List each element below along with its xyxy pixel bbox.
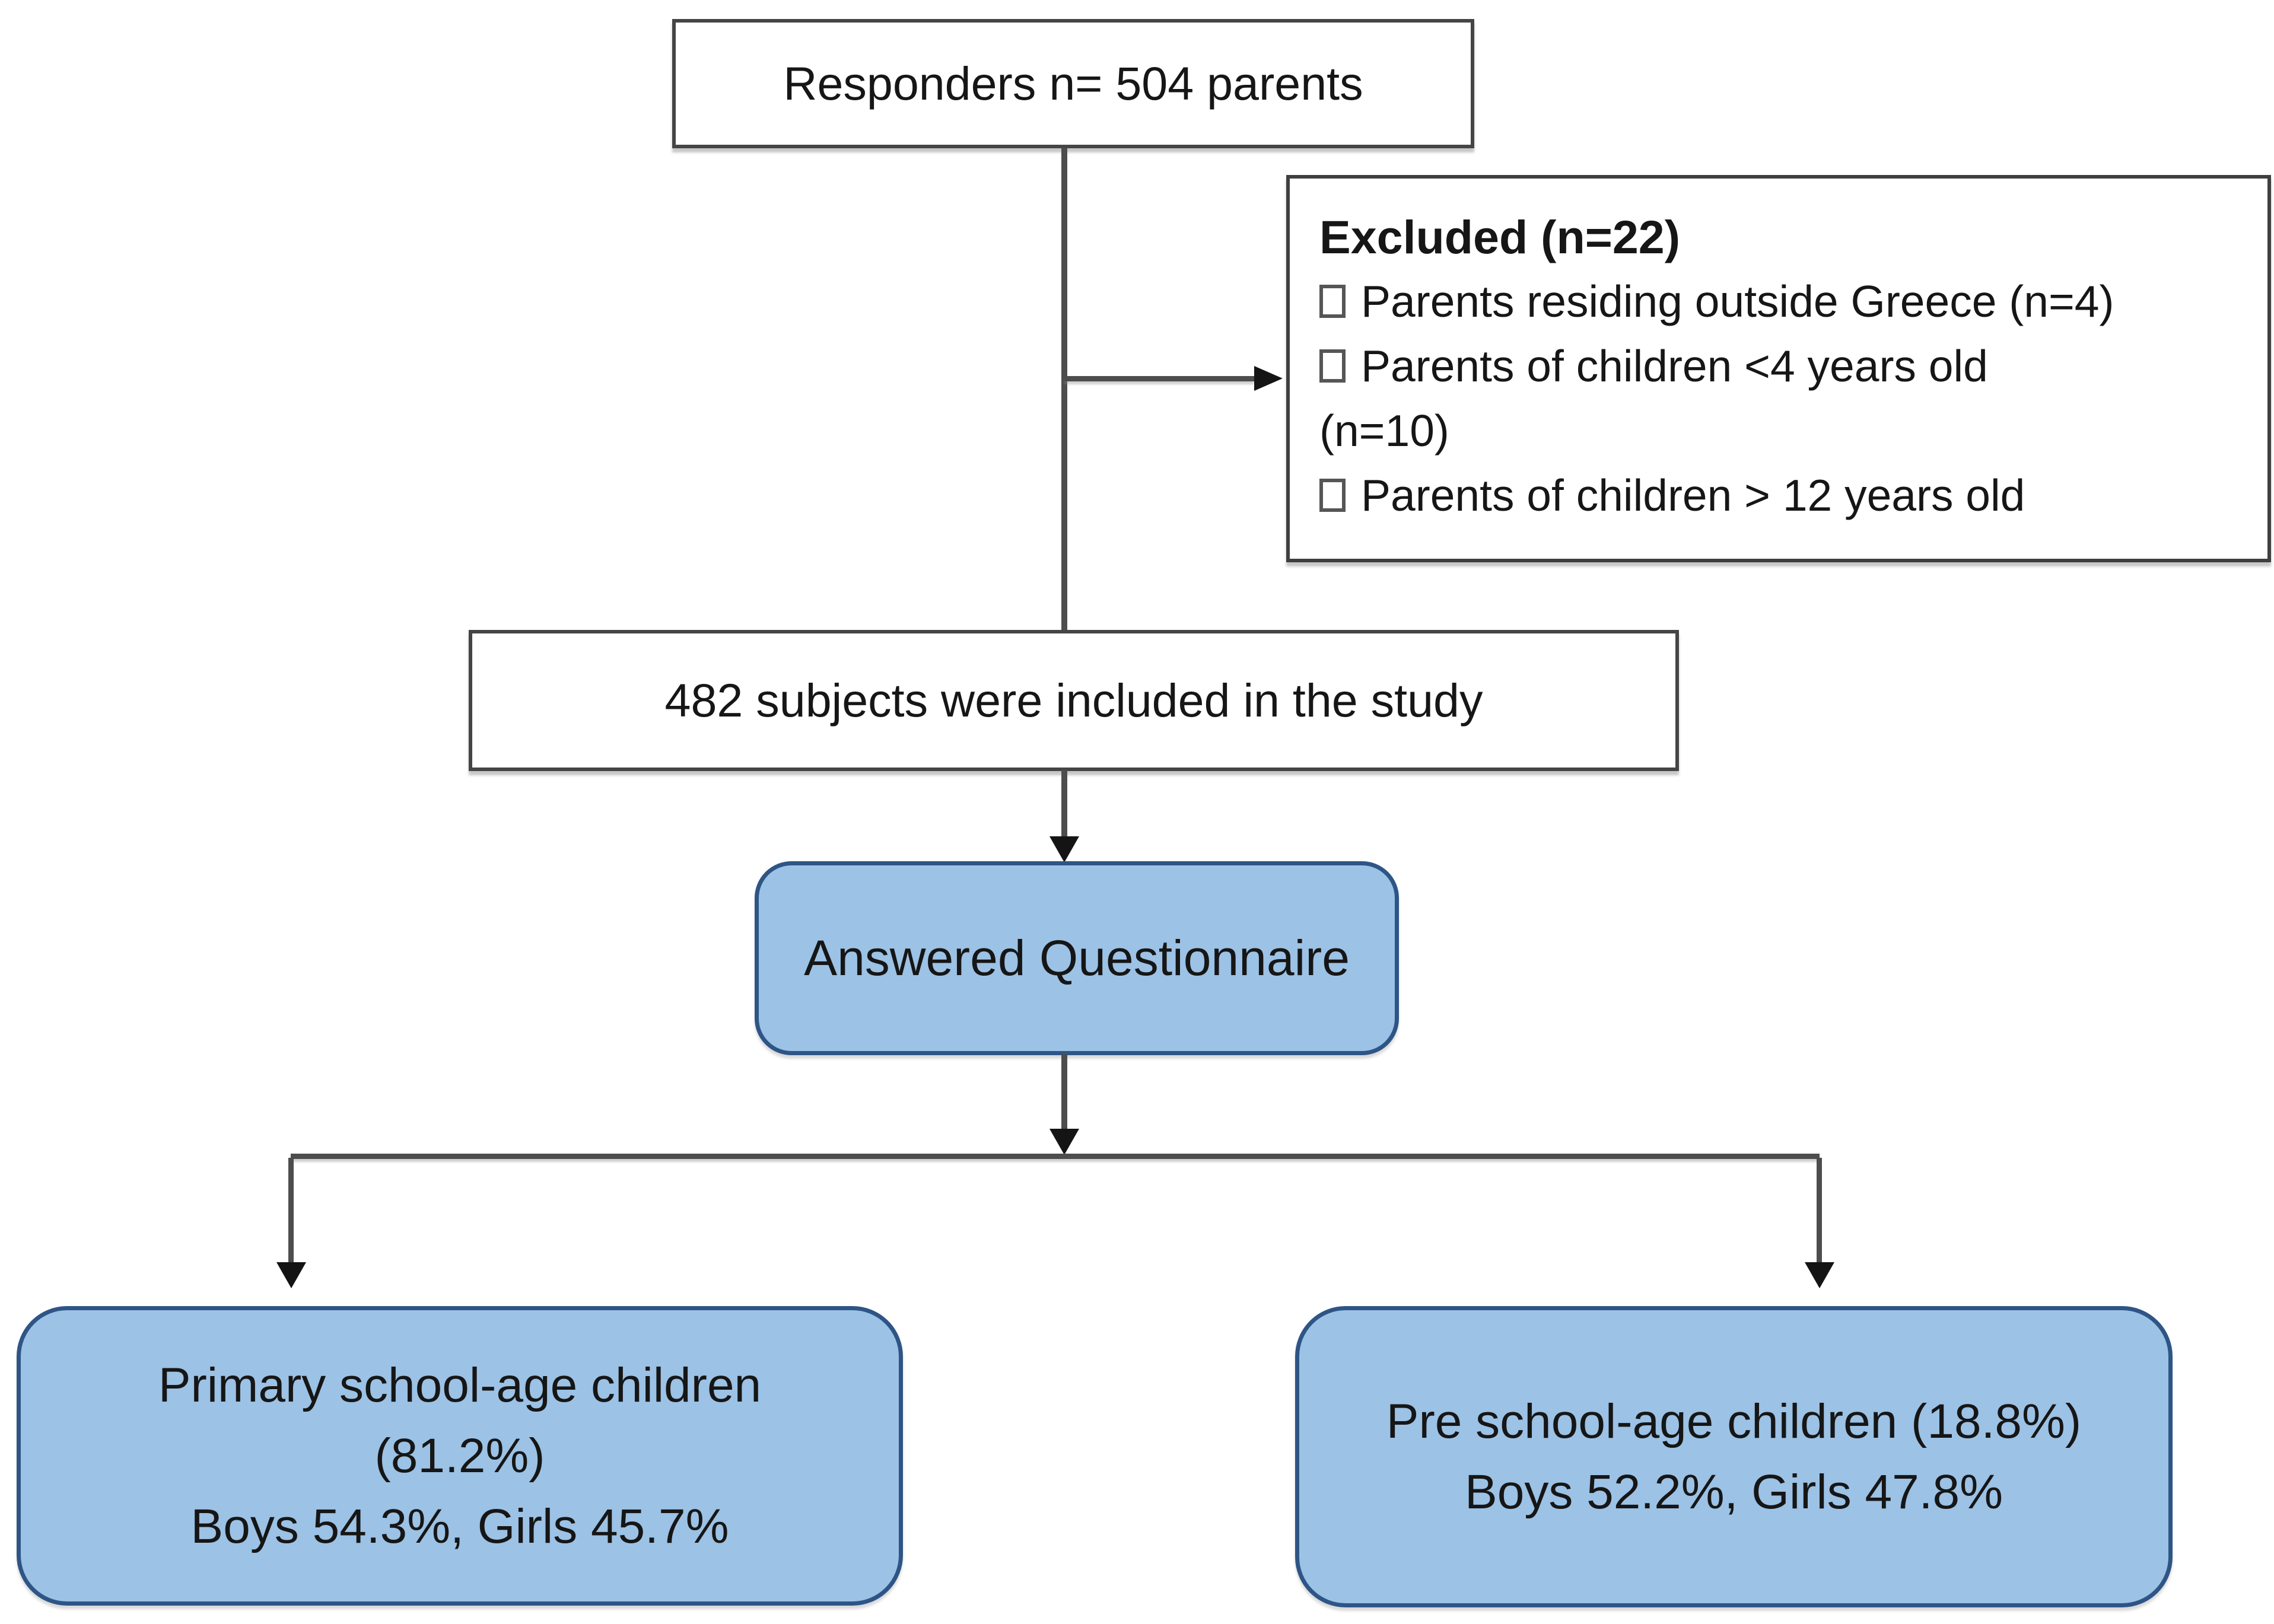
connector-responders-to-included — [1061, 148, 1067, 631]
preschool-line: Pre school-age children (18.8%) — [1386, 1394, 2082, 1448]
excluded-item: Parents of children > 12 years old — [1319, 463, 2250, 528]
arrowhead-to-split-icon — [1049, 1129, 1079, 1155]
square-bullet-icon — [1319, 479, 1346, 512]
primary-school-box: Primary school-age children (81.2%) Boys… — [17, 1306, 903, 1606]
square-bullet-icon — [1319, 349, 1346, 383]
excluded-item-label: Parents of children > 12 years old — [1361, 470, 2025, 520]
connector-split-to-primary — [288, 1158, 294, 1262]
excluded-item-label: Parents residing outside Greece (n=4) — [1361, 276, 2114, 326]
connector-split-to-preschool — [1817, 1158, 1822, 1262]
responders-box: Responders n= 504 parents — [672, 19, 1474, 148]
connector-split-bar — [291, 1154, 1820, 1159]
excluded-item-label: (n=10) — [1319, 406, 1449, 456]
connector-questionnaire-to-split — [1061, 1054, 1067, 1130]
excluded-item: Parents residing outside Greece (n=4) — [1319, 269, 2250, 334]
arrowhead-to-preschool-icon — [1805, 1262, 1834, 1288]
excluded-item: Parents of children <4 years old — [1319, 334, 2250, 399]
questionnaire-box: Answered Questionnaire — [755, 861, 1399, 1055]
included-label: 482 subjects were included in the study — [664, 674, 1483, 727]
arrowhead-to-primary-icon — [276, 1262, 306, 1288]
preschool-box: Pre school-age children (18.8%) Boys 52.… — [1295, 1306, 2173, 1607]
primary-school-line: Primary school-age children — [158, 1358, 762, 1412]
excluded-item-wrap: (n=10) — [1319, 399, 2250, 463]
arrowhead-to-questionnaire-icon — [1049, 836, 1079, 862]
primary-school-line: Boys 54.3%, Girls 45.7% — [190, 1499, 729, 1553]
primary-school-line: (81.2%) — [374, 1429, 545, 1483]
connector-included-to-questionnaire — [1061, 770, 1067, 838]
excluded-title: Excluded (n=22) — [1319, 211, 1681, 263]
excluded-box: Excluded (n=22) Parents residing outside… — [1286, 175, 2271, 562]
responders-label: Responders n= 504 parents — [783, 57, 1363, 110]
arrowhead-to-excluded-icon — [1254, 366, 1283, 391]
connector-branch-to-excluded — [1064, 376, 1254, 381]
excluded-item-label: Parents of children <4 years old — [1361, 341, 1988, 391]
questionnaire-label: Answered Questionnaire — [804, 930, 1350, 986]
square-bullet-icon — [1319, 285, 1346, 318]
included-box: 482 subjects were included in the study — [469, 630, 1679, 771]
preschool-line: Boys 52.2%, Girls 47.8% — [1465, 1465, 2003, 1519]
